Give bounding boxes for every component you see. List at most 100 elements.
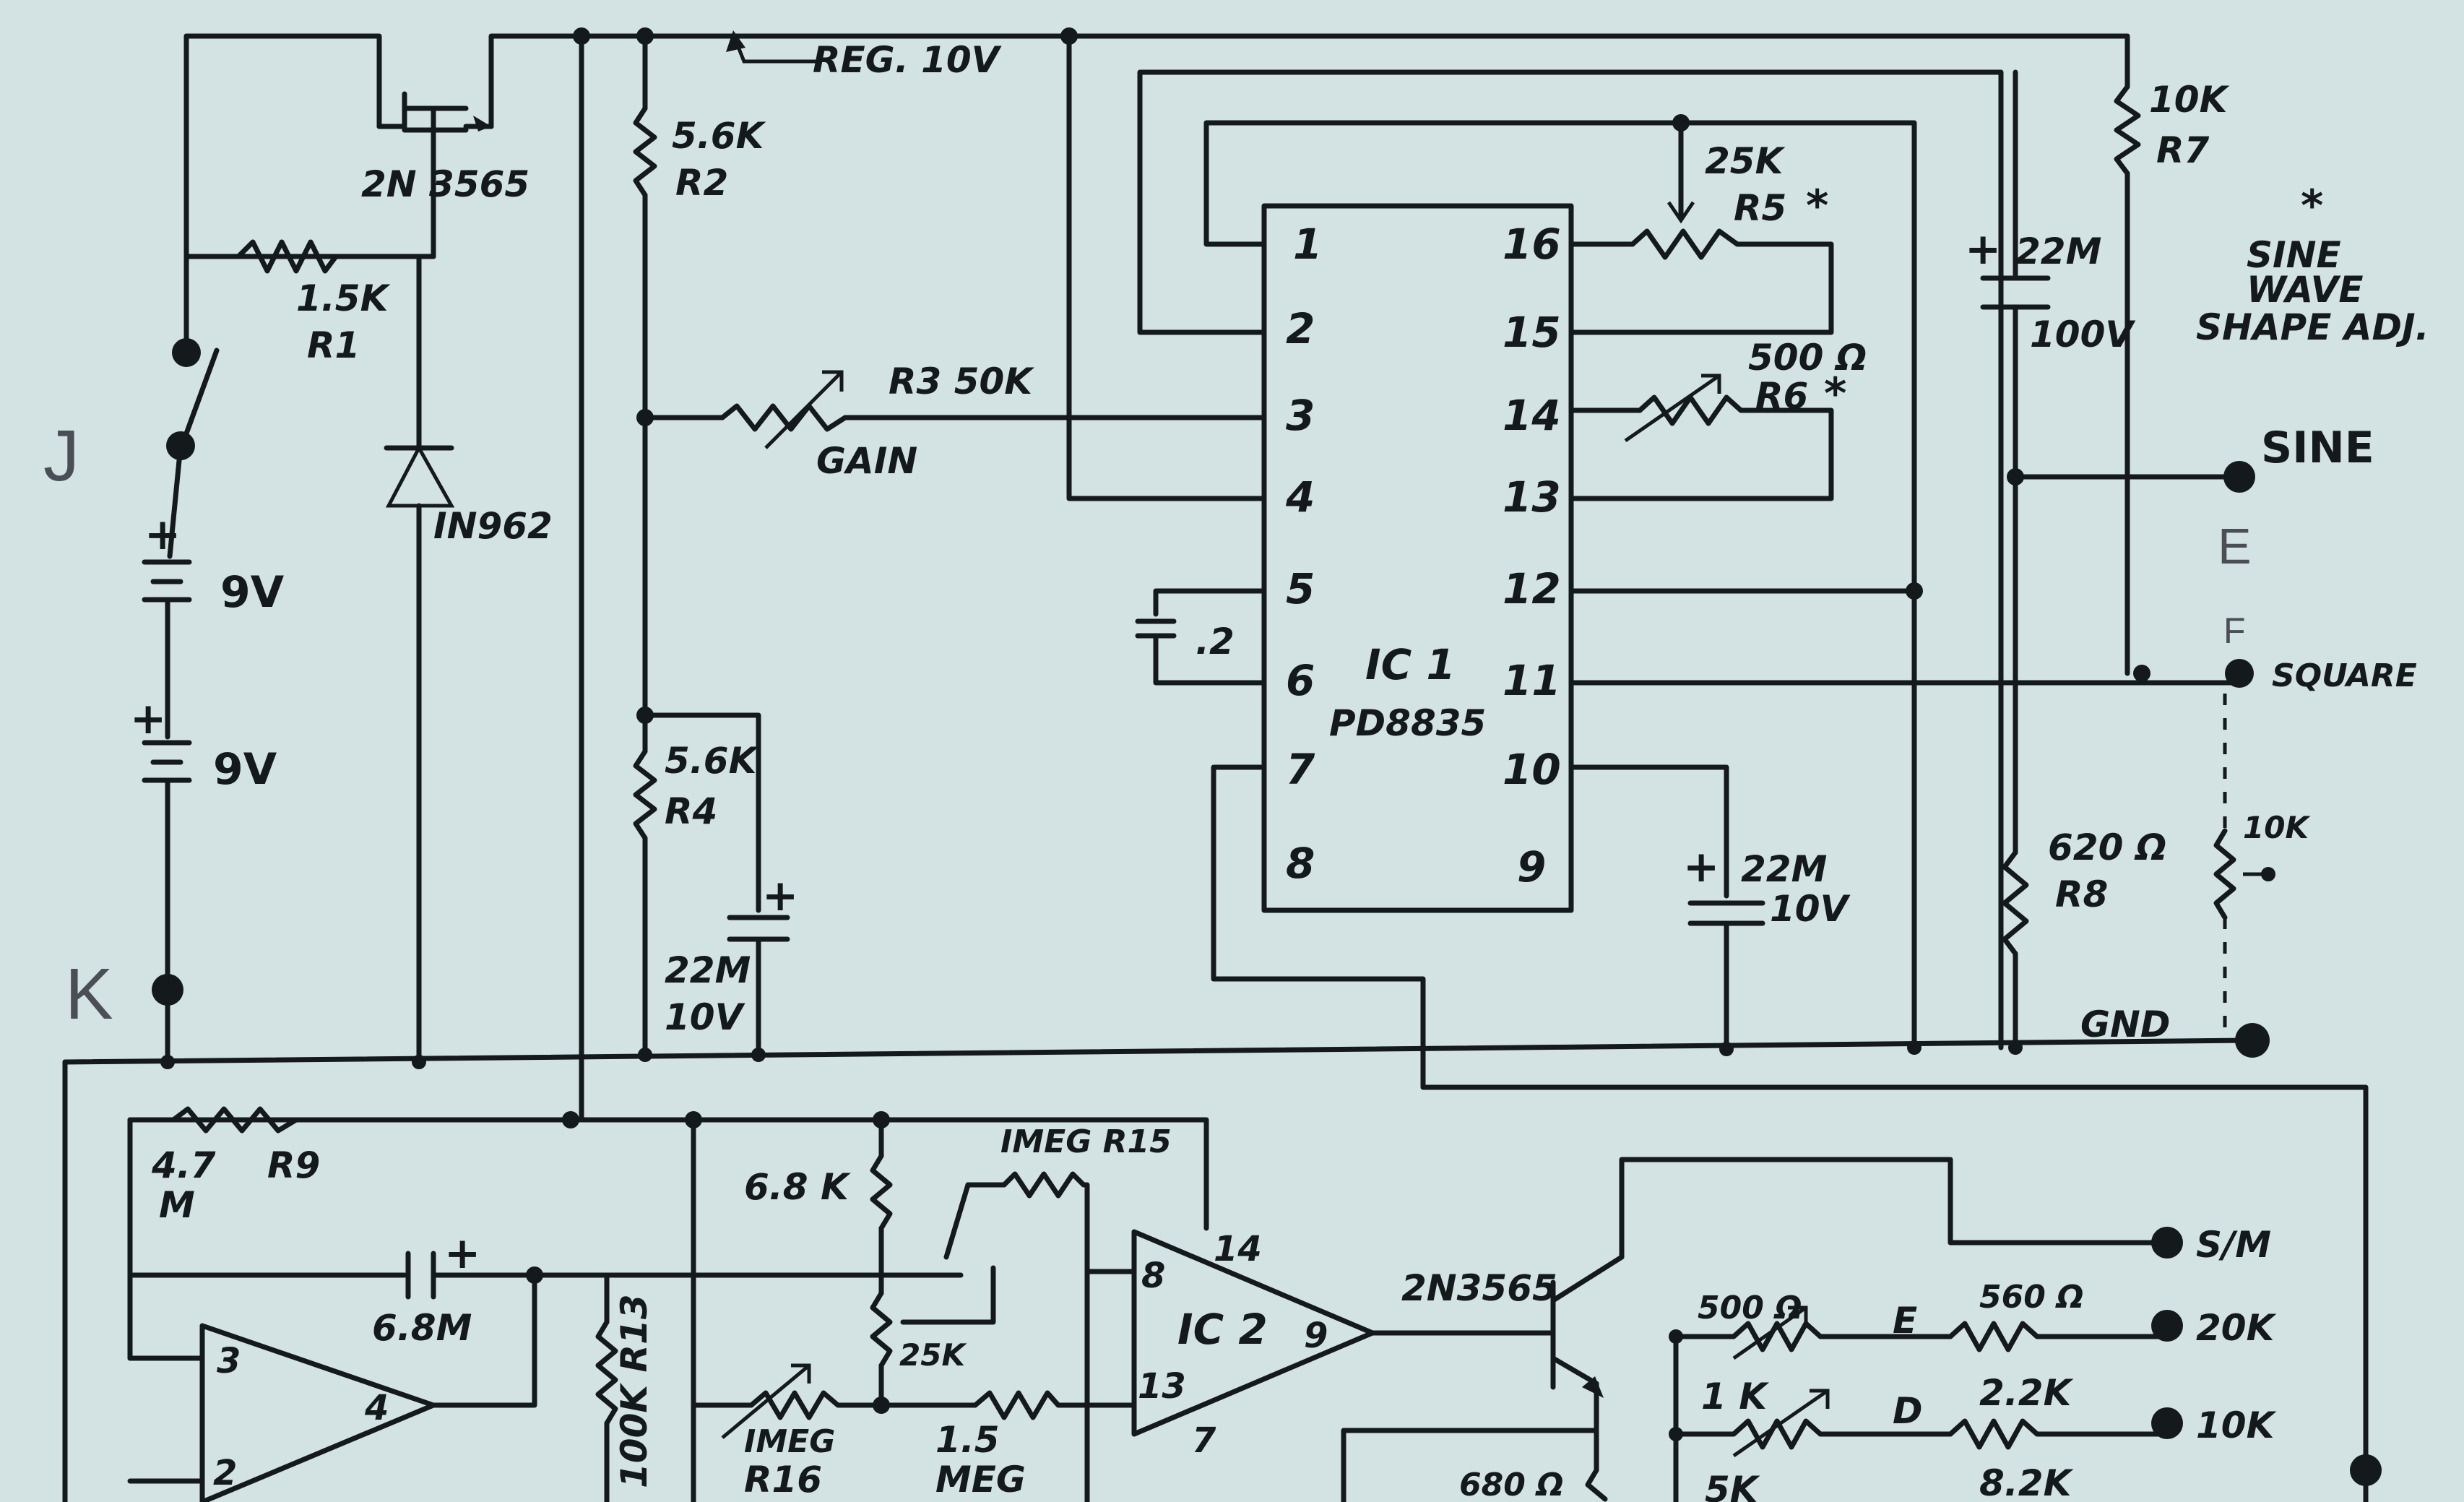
r7-name: R7 — [2156, 129, 2210, 171]
q2-label: 2N3565 — [1401, 1267, 1557, 1309]
battery-2-plus: + — [130, 694, 166, 744]
r1-value: 1.5K — [296, 277, 391, 319]
out-20k-label: 20K — [2196, 1307, 2277, 1349]
ic2-pin-8: 8 — [1141, 1256, 1165, 1296]
wiring — [62, 27, 2382, 1502]
r-1.5meg-value: 1.5 — [935, 1419, 1000, 1461]
r9-value: 4.7 — [151, 1144, 216, 1186]
square-output-label: SQUARE — [2272, 657, 2417, 694]
r-680-label: 680 Ω — [1459, 1467, 1564, 1502]
r16-value: IMEG — [744, 1423, 835, 1460]
r-560-label: 560 Ω — [1979, 1279, 2084, 1316]
trim-500-label: 500 Ω — [1698, 1290, 1802, 1326]
reg-10v-label: REG. 10V — [813, 39, 1002, 81]
hand-label-f: F — [2223, 610, 2246, 651]
r5-value: 25K — [1705, 140, 1786, 182]
opamp-pin-2: 2 — [213, 1453, 237, 1493]
ic1-pin-15: 15 — [1503, 308, 1561, 357]
ic1-pin-9: 9 — [1517, 842, 1546, 892]
r5-star: * — [1806, 181, 1828, 231]
c-0.2-label: .2 — [1196, 621, 1235, 662]
ic2-pin-14: 14 — [1214, 1229, 1262, 1269]
hand-label-j: J — [43, 415, 79, 496]
r13-label: 100K R13 — [613, 1294, 655, 1488]
r6-star: * — [1824, 368, 1846, 419]
r2-value: 5.6K — [672, 115, 766, 157]
c2-rating: 10V — [1770, 888, 1851, 930]
r2-name: R2 — [675, 162, 728, 204]
ic1-pin-7: 7 — [1286, 745, 1315, 794]
ic1-pin-3: 3 — [1286, 391, 1315, 440]
ic1-pin-11: 11 — [1503, 656, 1561, 705]
pot-25k-label: 25K — [899, 1337, 967, 1373]
r3-label: R3 50K — [889, 361, 1034, 402]
c3-plus: + — [1965, 224, 2001, 275]
hand-label-e: E — [2218, 518, 2252, 574]
c2-value: 22M — [1741, 848, 1827, 890]
ic1-pin-13: 13 — [1503, 472, 1561, 522]
ic2-pin-9: 9 — [1304, 1316, 1328, 1356]
r8-name: R8 — [2055, 873, 2108, 915]
battery-1-plus: + — [144, 509, 181, 560]
battery-2-label: 9V — [213, 744, 277, 795]
ic1-pin-5: 5 — [1286, 564, 1315, 613]
ic2-pin-13: 13 — [1138, 1366, 1186, 1407]
r8-value: 620 Ω — [2048, 826, 2166, 868]
c3-value: 22M — [2015, 230, 2101, 272]
trim-5k-label: 5K — [1705, 1469, 1760, 1502]
ic1-label: IC 1 — [1365, 640, 1456, 689]
r7-value: 10K — [2149, 79, 2230, 121]
c1-rating: 10V — [665, 996, 745, 1038]
ic1-pin-2: 2 — [1286, 304, 1315, 353]
ic1-part-number: PD8835 — [1329, 702, 1486, 744]
trim-d-label: D — [1893, 1390, 1923, 1432]
q1-label: 2N 3565 — [361, 163, 529, 205]
ic1-package — [1261, 203, 1574, 913]
c1-value: 22M — [665, 949, 751, 991]
r6-name: R6 — [1755, 375, 1808, 417]
r-1.5meg-unit: MEG — [935, 1459, 1026, 1501]
ic2-label: IC 2 — [1177, 1305, 1268, 1354]
ic2-pin-7: 7 — [1192, 1420, 1216, 1461]
hand-label-k: K — [65, 954, 113, 1035]
gnd-label: GND — [2080, 1004, 2170, 1045]
c68-value: 6.8M — [372, 1307, 472, 1349]
r9-name: R9 — [267, 1144, 320, 1186]
opamp-pin-4: 4 — [364, 1388, 389, 1428]
battery-1-label: 9V — [220, 567, 285, 618]
note-line-1: SINE — [2247, 234, 2341, 276]
r9-unit: M — [159, 1184, 195, 1226]
r-8.2k-label: 8.2K — [1979, 1462, 2074, 1502]
r15-label: IMEG R15 — [1000, 1123, 1172, 1160]
ic1-pin-8: 8 — [1286, 839, 1315, 888]
out-10k-label: 10K — [2196, 1404, 2277, 1446]
ic1-pin-16: 16 — [1503, 220, 1561, 269]
trim-1k-label: 1 K — [1701, 1376, 1769, 1417]
r4-value: 5.6K — [665, 740, 759, 782]
q1-transistor — [402, 91, 469, 133]
r6-value: 500 Ω — [1748, 337, 1867, 379]
c2-plus: + — [1683, 842, 1719, 892]
ic1-pin-10: 10 — [1503, 745, 1561, 794]
trim-e-label: E — [1893, 1300, 1917, 1342]
r5-name: R5 — [1734, 187, 1786, 229]
sm-output-label: S/M — [2196, 1224, 2271, 1266]
note-line-2: WAVE — [2247, 269, 2364, 311]
c1-plus: + — [762, 871, 798, 921]
gain-label: GAIN — [816, 440, 917, 482]
ic1-pin-4: 4 — [1285, 472, 1315, 522]
zener-label: IN962 — [433, 505, 553, 547]
r16-name: R16 — [744, 1459, 822, 1501]
opamp-pin-3: 3 — [217, 1341, 241, 1381]
r-2.2k-label: 2.2K — [1979, 1372, 2074, 1414]
r-6.8k-label: 6.8 K — [744, 1166, 851, 1208]
c3-rating: 100V — [2030, 314, 2135, 355]
pot-10k-label: 10K — [2243, 810, 2311, 845]
note-star: * — [2301, 181, 2323, 231]
ic1-pin-1: 1 — [1293, 220, 1322, 269]
ic1-pin-6: 6 — [1286, 656, 1315, 705]
r1-name: R1 — [307, 324, 360, 366]
c68-plus: + — [444, 1228, 480, 1279]
